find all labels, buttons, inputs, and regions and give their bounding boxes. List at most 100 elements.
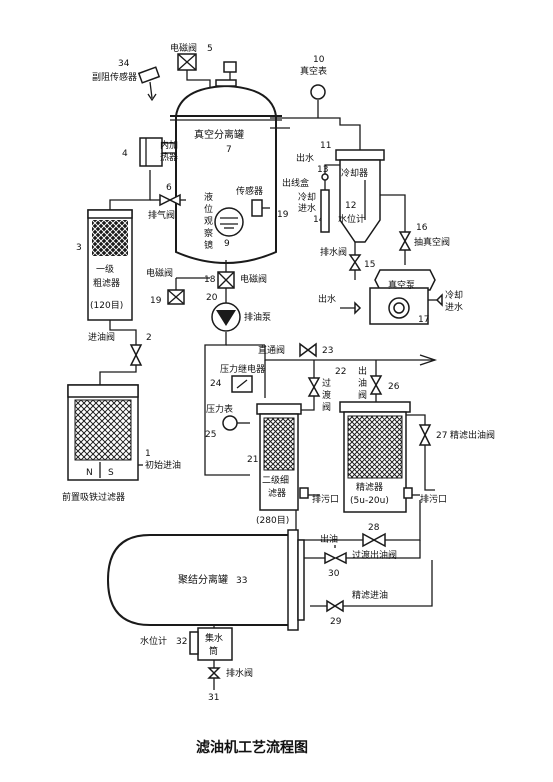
cooler-label: 冷却器 <box>341 167 368 179</box>
bypass-valve-number: 23 <box>322 346 333 356</box>
transition-out-number: 28 <box>368 523 380 533</box>
solenoid-valve-5: 电磁阀 5 <box>170 42 237 73</box>
water-collector: 集水 筒 水位计 32 <box>140 627 233 661</box>
secondary-filter-label-1: 二级细 <box>262 474 289 486</box>
level-observation-window: 液位观察镜 9 <box>204 191 244 251</box>
vacuum-pump-water-in: 冷却进水 <box>445 289 463 313</box>
fine-in-number: 29 <box>330 617 342 627</box>
pressure-gauge-number: 25 <box>205 430 216 440</box>
drain-valve-31-label: 排水阀 <box>226 667 253 679</box>
pre-filter-number: 1 <box>145 449 151 459</box>
vacuum-valve-label: 抽真空阀 <box>414 236 450 248</box>
solenoid-5-number: 5 <box>207 44 213 54</box>
water-level-gauge-12: 12 水位计 <box>320 189 365 233</box>
sensor: 传感器 19 <box>236 185 289 220</box>
heater-label-2: 热器 <box>160 151 178 163</box>
vacuum-pump: 真空泵 17 出水 冷却进水 <box>318 269 463 325</box>
vacuum-tank-number: 7 <box>226 145 232 155</box>
pressure-relay-label: 压力继电器 <box>220 363 265 375</box>
secondary-filter-drain: 排污口 <box>312 493 339 505</box>
cooler-water-out: 出水 <box>296 152 314 164</box>
exhaust-valve-number: 6 <box>166 183 172 193</box>
pre-filter-pole-n: N <box>86 468 93 478</box>
secondary-fine-filter: 21 二级细 滤器 (280目) 排污口 <box>247 403 339 526</box>
drain-valve-15-number: 15 <box>364 260 375 270</box>
oil-out-number: 30 <box>328 569 340 579</box>
heater-number: 4 <box>122 149 128 159</box>
coarse-filter-label-1: 一级 <box>96 263 114 275</box>
exhaust-valve-label: 排气阀 <box>148 209 175 221</box>
sensor-number: 19 <box>277 210 289 220</box>
bypass-valve-label: 直通阀 <box>258 344 285 356</box>
oil-out-label: 出油 <box>320 533 338 545</box>
vacuum-valve-number: 16 <box>416 223 428 233</box>
outlet-valve-label: 出油阀 <box>358 365 367 401</box>
pressure-gauge-label: 压力表 <box>206 403 233 415</box>
coarse-filter: 3 一级 粗滤器 (120目) <box>76 209 133 321</box>
fine-in-label: 精滤进油 <box>352 589 388 601</box>
level-gauge-label: 水位计 <box>338 213 365 225</box>
secondary-filter-mesh: (280目) <box>256 515 289 526</box>
fine-filter-label: 精滤器 <box>356 481 383 493</box>
pre-filter-inlet-label: 初始进油 <box>145 459 181 471</box>
coalescing-separation-tank: 聚结分离罐 33 <box>106 529 305 631</box>
transition-valve-label: 过渡阀 <box>322 377 331 413</box>
inlet-valve-number: 2 <box>146 333 152 343</box>
coalescer-label: 聚结分离罐 <box>178 573 228 586</box>
outlet-valve-number: 26 <box>388 382 400 392</box>
pressure-relay: 压力继电器 24 <box>210 363 265 393</box>
coalescer-number: 33 <box>236 576 247 586</box>
level-gauge-number: 12 <box>345 201 356 211</box>
solenoid-5-label: 电磁阀 <box>170 42 197 54</box>
secondary-filter-label-2: 滤器 <box>268 487 286 499</box>
pre-filter-caption: 前置吸铁过滤器 <box>62 491 125 503</box>
fine-outlet-number: 27 <box>436 431 447 441</box>
cooler-number-14: 14 <box>313 215 325 225</box>
drain-valve-15-label: 排水阀 <box>320 246 347 258</box>
vacuum-extraction-valve: 16 抽真空阀 <box>398 223 450 251</box>
sensor-label: 传感器 <box>236 185 263 197</box>
coarse-filter-mesh: (120目) <box>90 300 123 311</box>
vacuum-gauge: 10 真空表 <box>300 55 327 100</box>
drain-valve-31-number: 31 <box>208 693 219 703</box>
solenoid-19-label: 电磁阀 <box>146 267 173 279</box>
fine-filter-drain: 排污口 <box>420 493 447 505</box>
vacuum-tank-label: 真空分离罐 <box>194 128 244 141</box>
vacuum-pump-water-out: 出水 <box>318 293 336 305</box>
fine-outlet-label: 精滤出油阀 <box>450 429 495 441</box>
level-window-label: 液位观察镜 <box>204 191 213 251</box>
transition-out-label: 过渡出油阀 <box>352 549 397 561</box>
pump-label: 排油泵 <box>244 311 271 323</box>
pre-filter-pole-s: S <box>108 468 114 478</box>
drain-valve-31: 排水阀 31 <box>207 667 253 703</box>
drain-valve-15: 排水阀 15 <box>320 246 375 271</box>
level-sensor-34: 34 副阻传感器 <box>92 59 161 102</box>
cooler-number-13: 13 <box>317 165 328 175</box>
cooler-oil-box: 出线盒 <box>282 177 309 189</box>
diagram-title: 滤油机工艺流程图 <box>196 739 308 756</box>
solenoid-18-label: 电磁阀 <box>240 273 267 285</box>
fine-filter-inlet-valve: 精滤进油 29 <box>326 589 388 627</box>
coarse-filter-label-2: 粗滤器 <box>93 277 120 289</box>
inlet-valve: 进油阀 2 <box>88 331 152 366</box>
cooler: 冷却器 11 出水 13 出线盒 冷却进水 14 <box>282 141 385 243</box>
water-collector-label-1: 集水 <box>205 632 223 644</box>
coarse-filter-number: 3 <box>76 243 82 253</box>
solenoid-19-number: 19 <box>150 296 162 306</box>
pressure-relay-number: 24 <box>210 379 222 389</box>
magnetic-pre-filter: N S 1 初始进油 前置吸铁过滤器 <box>62 384 181 503</box>
cooler-water-in: 冷却进水 <box>298 191 316 214</box>
level-sensor-number: 34 <box>118 59 130 69</box>
pump-number: 20 <box>206 293 218 303</box>
heater-label-1: 内加 <box>160 139 178 151</box>
vacuum-pump-number: 17 <box>418 315 429 325</box>
water-collector-label-2: 筒 <box>209 645 218 657</box>
cooler-number-11: 11 <box>320 141 331 151</box>
level-window-number: 9 <box>224 239 230 249</box>
inlet-valve-label: 进油阀 <box>88 331 115 343</box>
transition-valve: 22 过渡阀 <box>307 367 346 413</box>
vacuum-pump-label: 真空泵 <box>388 279 415 291</box>
level-sensor-label: 副阻传感器 <box>92 71 137 83</box>
vacuum-separation-tank: 真空分离罐 7 <box>170 79 282 264</box>
water-gauge-number: 32 <box>176 637 187 647</box>
